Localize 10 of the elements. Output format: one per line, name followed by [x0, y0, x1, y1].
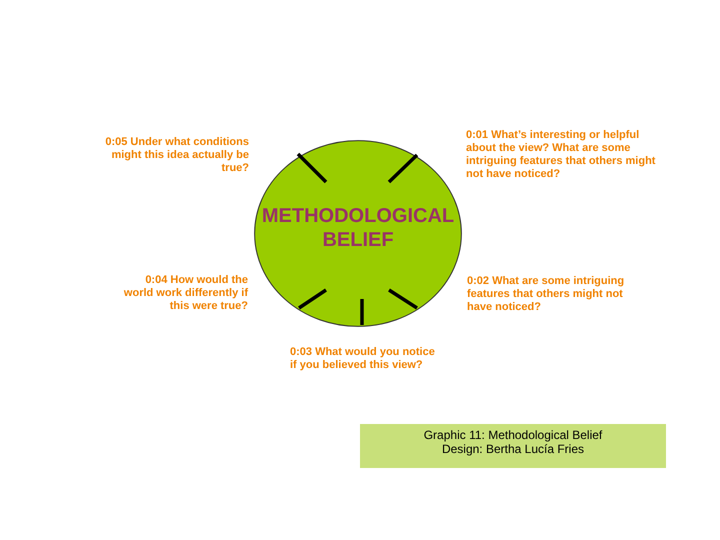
caption-text: Graphic 11: Methodological Belief: [424, 428, 602, 442]
prompt-text: 0:04 How would the world work differently if this were true?: [122, 274, 248, 313]
circle-node: [254, 140, 462, 327]
prompt-text: 0:03 What would you notice if you believed this view?: [290, 346, 436, 372]
prompt-text: 0:01 What’s interesting or helpful about the view? What are some intriguing features that others might not have noticed?: [466, 129, 656, 181]
caption-text: Design: Bertha Lucía Fries: [442, 442, 584, 456]
circle-label: METHODOLOGICAL BELIEF: [260, 204, 456, 252]
prompt-text: 0:02 What are some intriguing features that others might not have noticed?: [467, 275, 626, 314]
prompt-text: 0:05 Under what conditions might this idea actually be true?: [104, 136, 249, 175]
caption-box: [360, 424, 666, 468]
